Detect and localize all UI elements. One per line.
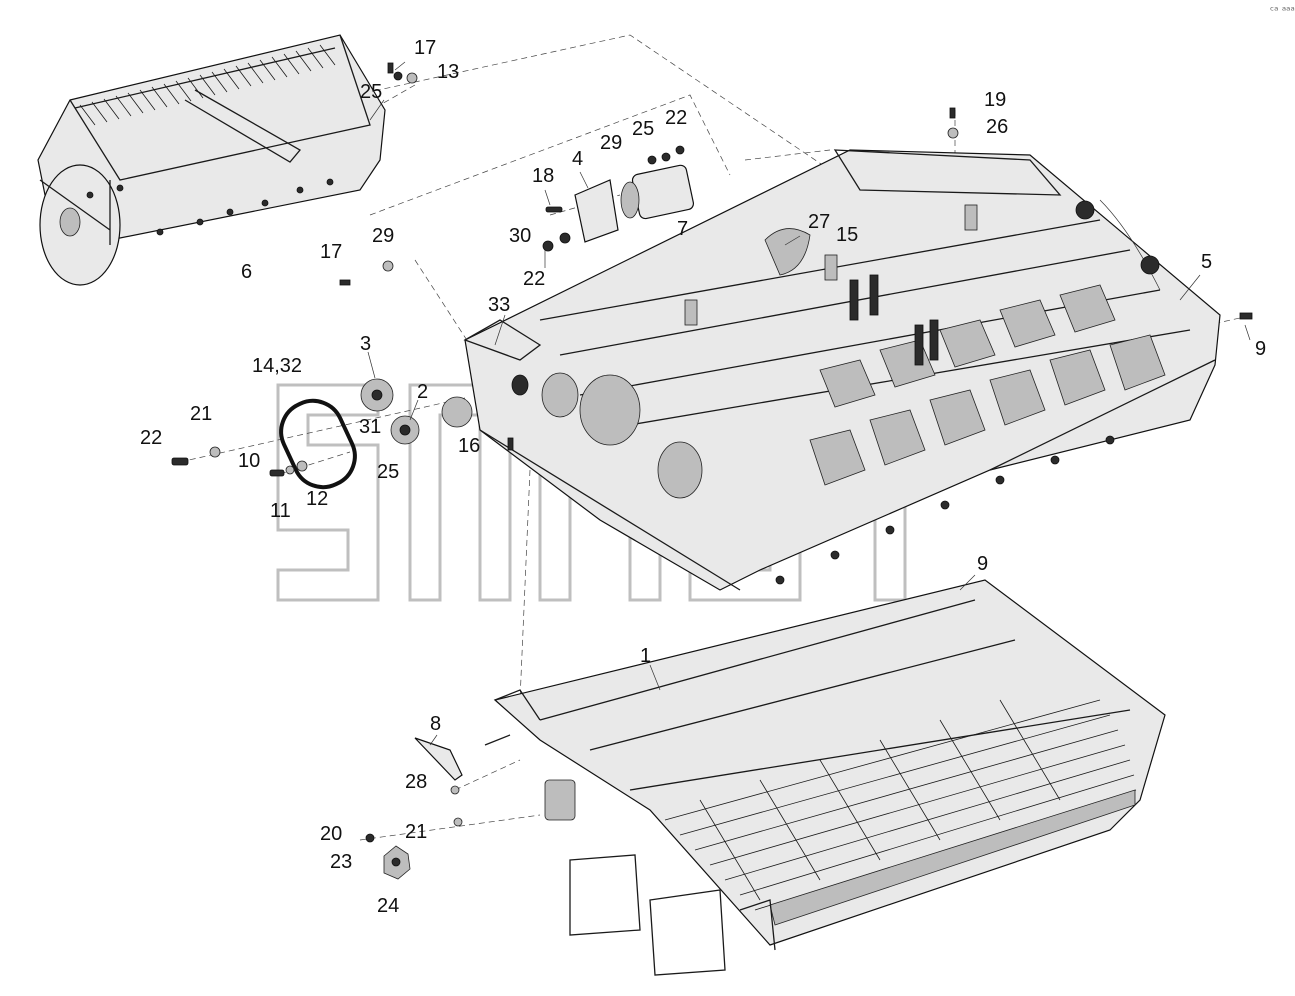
frame-posts [684, 204, 978, 366]
callout-20: 20 [320, 823, 342, 845]
callout-29-top: 29 [600, 132, 622, 154]
sieve-grid [664, 699, 1137, 911]
hood-slats [79, 44, 336, 126]
callout-29-mid: 29 [372, 225, 394, 247]
callout-6: 6 [241, 261, 252, 283]
top-hardware [339, 62, 1253, 451]
callout-33: 33 [488, 294, 510, 316]
callout-25-mid: 25 [632, 118, 654, 140]
callout-19: 19 [984, 89, 1006, 111]
corner-watermark-text: ᶜᵃ ᵃᵃᵃ [1270, 4, 1295, 17]
callout-3: 3 [360, 333, 371, 355]
callout-17-top: 17 [414, 37, 436, 59]
callout-9-right: 9 [1255, 338, 1266, 360]
callout-22-left: 22 [140, 427, 162, 449]
callout-16: 16 [458, 435, 480, 457]
callout-25-left: 25 [377, 461, 399, 483]
callout-27: 27 [808, 211, 830, 233]
callout-17-mid: 17 [320, 241, 342, 263]
callout-7: 7 [677, 218, 688, 240]
assembly-lines [149, 34, 1241, 841]
callout-25-top: 25 [360, 81, 382, 103]
callout-23: 23 [330, 851, 352, 873]
callout-26: 26 [986, 116, 1008, 138]
callout-1: 1 [640, 645, 651, 667]
callout-18: 18 [532, 165, 554, 187]
callout-12: 12 [306, 488, 328, 510]
callout-9-lower: 9 [977, 553, 988, 575]
hood-bolts [86, 178, 334, 236]
main-frame-part-5 [463, 149, 1221, 591]
callout-21-lower: 21 [405, 821, 427, 843]
callout-31: 31 [359, 416, 381, 438]
callout-2: 2 [417, 381, 428, 403]
callout-21-left: 21 [190, 403, 212, 425]
frame-drive-chain [1075, 199, 1161, 291]
frame-bottom-bolts [775, 435, 1115, 585]
callout-4: 4 [572, 148, 583, 170]
sprocket-chain-group [171, 378, 473, 490]
callout-24: 24 [377, 895, 399, 917]
callout-14-32: 14,32 [252, 355, 302, 377]
callout-30: 30 [509, 225, 531, 247]
frame-drum-rollers [511, 372, 703, 499]
callout-13: 13 [437, 61, 459, 83]
frame-cutter-units [809, 284, 1166, 486]
callout-labels: 17 13 25 6 19 26 22 29 25 4 18 30 22 7 2… [140, 37, 1266, 917]
callout-10: 10 [238, 450, 260, 472]
callout-8: 8 [430, 713, 441, 735]
motor-part-7 [542, 145, 695, 252]
hood-cover-part-6 [37, 34, 386, 286]
lower-tray-part-1 [493, 579, 1166, 976]
callout-leaders [367, 61, 1251, 746]
callout-22-mid: 22 [523, 268, 545, 290]
callout-15: 15 [836, 224, 858, 246]
callout-22-top: 22 [665, 107, 687, 129]
callout-11: 11 [270, 500, 291, 522]
lower-left-hardware [365, 734, 511, 880]
callout-5: 5 [1201, 251, 1212, 273]
tray-legs [569, 854, 776, 976]
callout-28: 28 [405, 771, 427, 793]
